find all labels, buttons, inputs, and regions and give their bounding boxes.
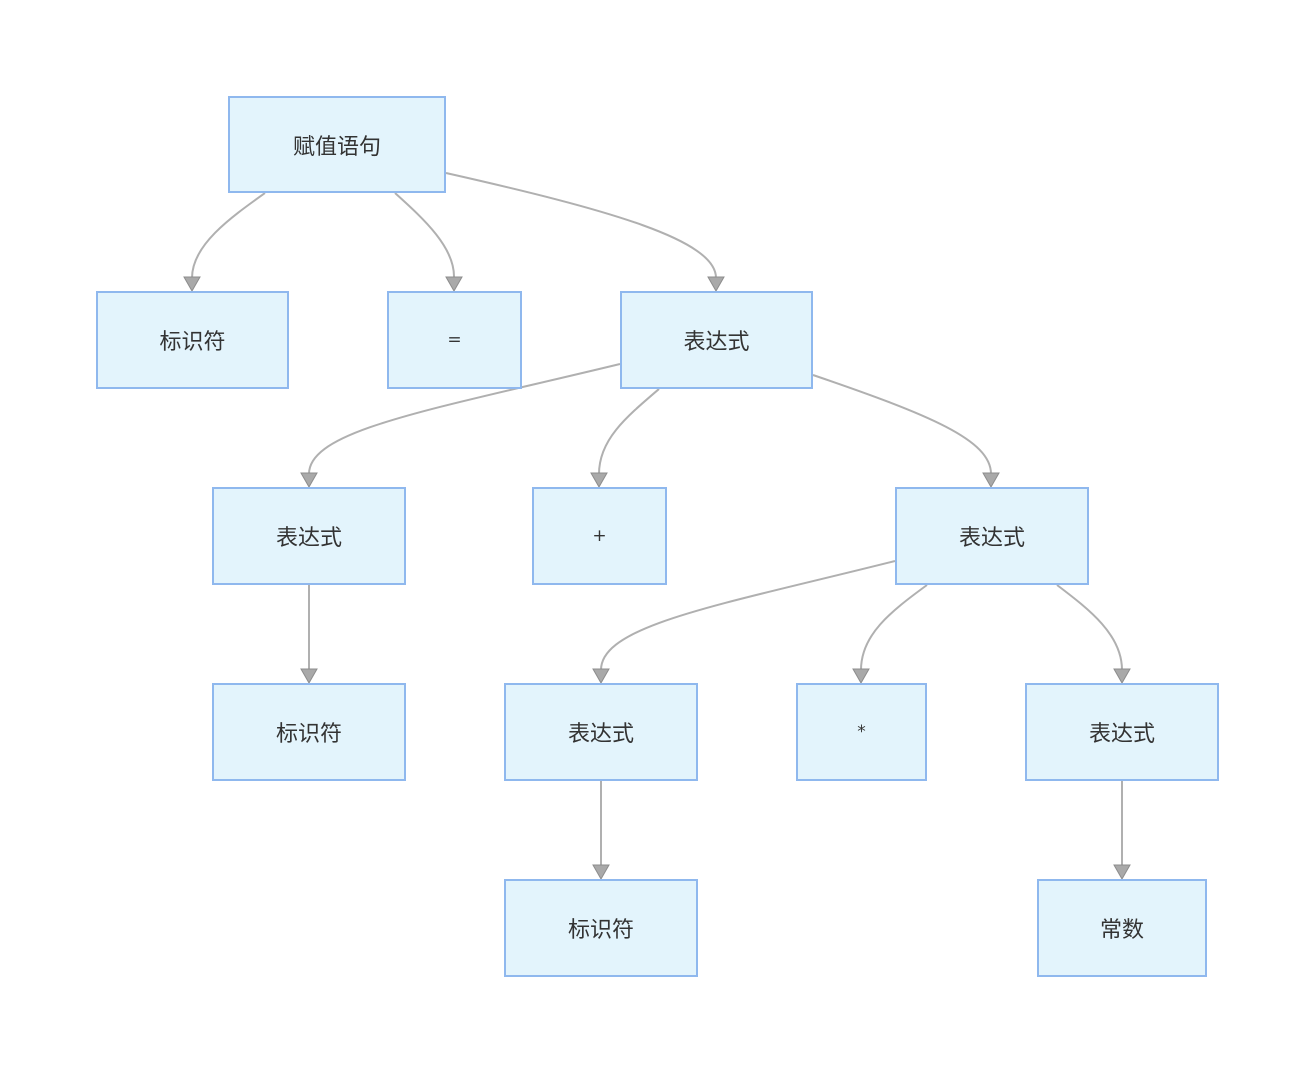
edge-expr3-expr5 — [1056, 584, 1123, 671]
node-expression[interactable]: 表达式 — [504, 683, 698, 781]
arrowhead-expr1 — [707, 276, 725, 293]
node-expression[interactable]: 表达式 — [212, 487, 406, 585]
arrowhead-plus — [590, 472, 608, 489]
edge-root-assign — [394, 192, 456, 279]
arrowhead-expr5 — [1113, 668, 1131, 685]
arrowhead-expr3 — [982, 472, 1000, 489]
edge-expr1-expr2 — [308, 363, 621, 475]
edge-root-id1 — [191, 192, 266, 279]
node-assignment-statement[interactable]: 赋值语句 — [228, 96, 446, 193]
node-identifier[interactable]: 标识符 — [212, 683, 406, 781]
edge-root-expr1 — [445, 172, 717, 279]
arrowhead-times — [852, 668, 870, 685]
arrowhead-expr2 — [300, 472, 318, 489]
arrowhead-assign — [445, 276, 463, 293]
node-identifier[interactable]: 标识符 — [504, 879, 698, 977]
edge-expr3-expr4 — [600, 560, 896, 671]
node-constant[interactable]: 常数 — [1037, 879, 1207, 977]
arrowhead-id1 — [183, 276, 201, 293]
arrowhead-id3 — [592, 864, 610, 881]
node-expression[interactable]: 表达式 — [1025, 683, 1219, 781]
edge-expr1-expr3 — [812, 374, 992, 475]
node-expression[interactable]: 表达式 — [895, 487, 1089, 585]
edge-expr1-plus — [598, 388, 660, 475]
node-assign-operator[interactable]: = — [387, 291, 522, 389]
arrowhead-id2 — [300, 668, 318, 685]
arrowhead-expr4 — [592, 668, 610, 685]
node-expression[interactable]: 表达式 — [620, 291, 813, 389]
arrowhead-const — [1113, 864, 1131, 881]
edge-expr3-times — [860, 584, 928, 671]
node-multiply-operator[interactable]: * — [796, 683, 927, 781]
node-identifier[interactable]: 标识符 — [96, 291, 289, 389]
node-plus-operator[interactable]: + — [532, 487, 667, 585]
